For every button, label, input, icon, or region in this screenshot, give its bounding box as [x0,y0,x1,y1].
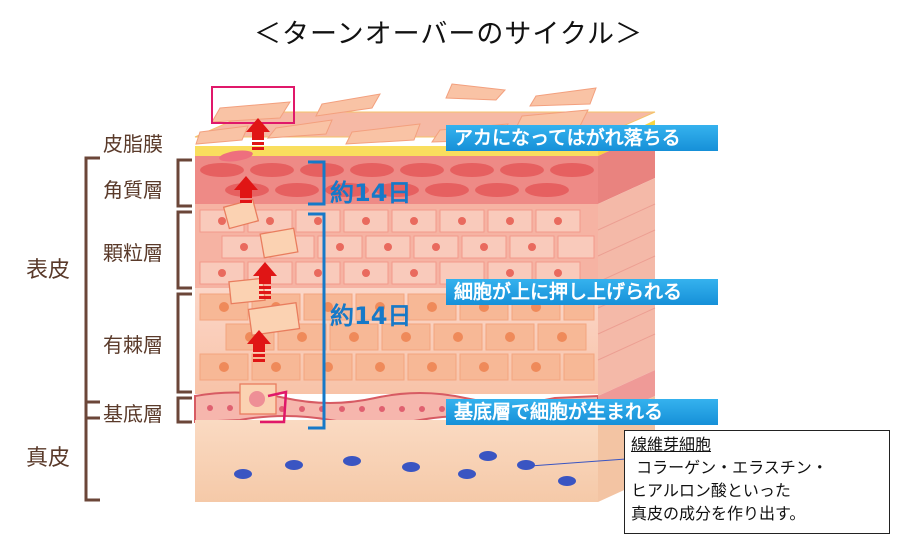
fibroblast-title: 線維芽細胞 [631,435,712,454]
basal-new-cell-nucleus [249,391,265,407]
label-stratum-corneum: 角質層 [103,178,163,202]
shed-cell-highlight-box [211,86,295,124]
banner-shedding: アカになってはがれ落ちる [446,125,718,151]
days-corneum: 約14日 [330,179,412,207]
fibroblast-cells [234,451,576,486]
arrow-up-2 [234,176,258,203]
shedding-cell [219,150,253,162]
banner-born-basal: 基底層で細胞が生まれる [446,399,718,425]
upward-arrows [234,118,277,362]
dermis-layer [195,420,598,502]
fibroblast-note: 線維芽細胞 コラーゲン・エラスチン・ ヒアルロン酸といった 真皮の成分を作り出す… [624,430,890,534]
arrow-up-3 [253,262,277,299]
bracket-epidermis-14days [308,212,326,430]
sebum-band-front [195,146,598,156]
label-sebum: 皮脂膜 [103,132,163,156]
days-epidermis: 約14日 [330,302,412,330]
page-title: ＜ターンオーバーのサイクル＞ [253,19,644,50]
label-spinous: 有棘層 [103,333,163,357]
migrating-cells [222,198,301,415]
corneum-cells [200,163,594,197]
granular-nuclei [218,217,562,277]
label-granular: 顆粒層 [103,241,163,265]
bracket-dermis [84,400,100,502]
bracket-epidermis [84,156,100,420]
banner-pushed-up: 細胞が上に押し上げられる [446,279,718,305]
fibroblast-line-2: ヒアルロン酸といった [631,481,791,500]
label-dermis: 真皮 [26,446,71,471]
bracket-corneum-14days [308,160,326,206]
left-brackets [84,156,192,502]
label-epidermis: 表皮 [26,258,71,283]
arrow-up-1 [246,118,270,150]
fibroblast-leader-line [529,458,627,467]
fibroblast-line-1: コラーゲン・エラスチン・ [631,458,828,477]
fibroblast-line-3: 真皮の成分を作り出す。 [631,504,806,523]
arrow-up-4 [247,330,271,362]
label-basal: 基底層 [103,402,163,426]
basal-new-cell-marker [260,390,288,424]
